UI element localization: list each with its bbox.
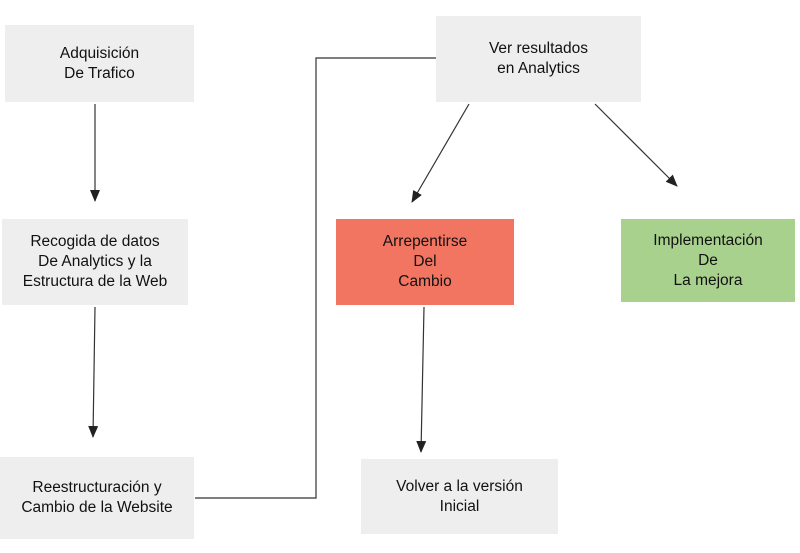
node-label-line: Reestructuración y: [32, 479, 162, 496]
edge-recogida-to-reestructuracion: [88, 306, 99, 438]
node-volver-a-la-version-inicial: Volver a la versión Inicial: [361, 459, 558, 534]
node-label-line: Inicial: [439, 497, 480, 515]
node-label-line: Ver resultados: [488, 40, 589, 57]
node-adquisicion-de-trafico: Adquisición De Trafico: [5, 25, 194, 102]
node-label-line: Del: [413, 253, 437, 270]
node-label-line: en Analytics: [497, 60, 580, 77]
node-label-line: Estructura de la Web: [22, 273, 168, 290]
node-label-line: Arrepentirse: [382, 233, 468, 250]
edge-ver-resultados-to-arrepentirse: [411, 103, 470, 203]
node-reestructuracion: Reestructuración y Cambio de la Website: [0, 457, 194, 539]
node-label-line: De Analytics y la: [38, 253, 152, 270]
node-label-line: Recogida de datos: [30, 233, 160, 250]
node-ver-resultados: Ver resultados en Analytics: [436, 16, 641, 102]
edge-arrepentirse-to-volver: [416, 306, 427, 453]
node-label-line: Cambio: [398, 273, 452, 290]
node-label-line: De: [698, 251, 718, 269]
node-recogida-de-datos: Recogida de datos De Analytics y la Estr…: [2, 219, 188, 305]
edge-reestructuracion-to-ver-resultados: [195, 57, 436, 499]
edge-ver-resultados-to-implementacion: [594, 103, 678, 187]
node-implementacion-de-la-mejora: Implementación De La mejora: [621, 219, 795, 302]
node-arrepentirse-del-cambio: Arrepentirse Del Cambio: [336, 219, 514, 305]
node-label-line: Implementación: [653, 231, 763, 249]
node-label-line: De Trafico: [64, 64, 135, 82]
node-label-line: La mejora: [673, 271, 743, 289]
node-label-line: Adquisición: [59, 44, 140, 62]
node-label-line: Cambio de la Website: [21, 499, 173, 516]
node-label-line: Volver a la versión: [396, 477, 523, 495]
